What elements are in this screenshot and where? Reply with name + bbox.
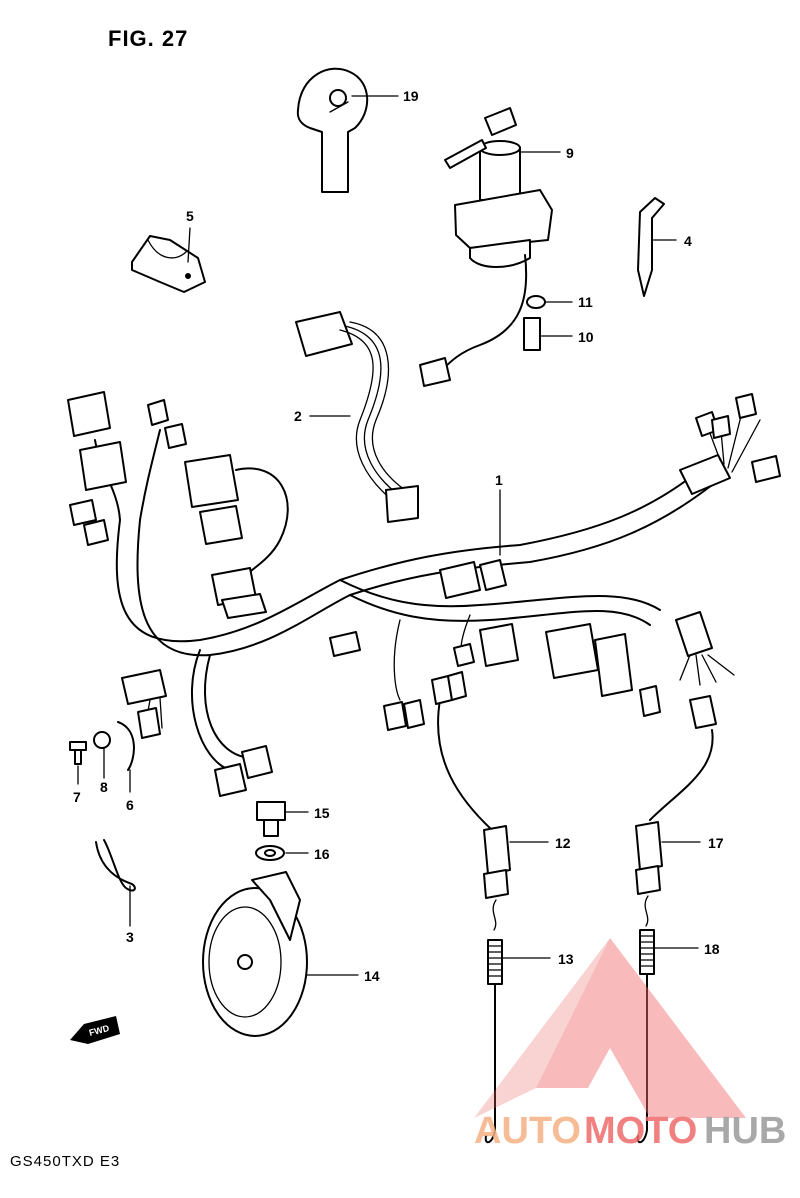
part-4-strap	[637, 197, 665, 297]
watermark-triangle-icon	[536, 938, 746, 1118]
label-14: 14	[364, 968, 380, 984]
part-labels: 19 9 5 4 11 10 2 1 7 8 6 3 15 16 14 12 1…	[73, 88, 724, 984]
part-10-bolt	[523, 317, 541, 351]
label-6: 6	[126, 797, 134, 813]
label-13: 13	[558, 951, 574, 967]
label-2: 2	[294, 408, 302, 424]
part-5-clamp	[131, 235, 206, 293]
leader-lines	[77, 95, 701, 976]
label-8: 8	[100, 779, 108, 795]
part-6-clip	[117, 721, 135, 771]
part-12-switch	[431, 671, 511, 899]
watermark-moto: MOTO	[584, 1110, 697, 1152]
label-15: 15	[314, 805, 330, 821]
watermark-auto: AUTO	[474, 1110, 581, 1152]
label-5: 5	[186, 208, 194, 224]
part-15-bolt	[256, 801, 286, 837]
label-10: 10	[578, 329, 594, 345]
label-4: 4	[684, 233, 692, 249]
part-8-washer	[93, 731, 111, 749]
part-19-key	[296, 67, 369, 193]
label-19: 19	[403, 88, 419, 104]
label-11: 11	[578, 294, 593, 310]
part-13-spring	[484, 899, 503, 1144]
part-9-ignition-switch	[419, 107, 553, 387]
watermark-hub: HUB	[704, 1110, 786, 1152]
figure-title: FIG. 27	[108, 26, 189, 51]
part-2-sub-harness	[295, 311, 419, 523]
label-18: 18	[704, 941, 720, 957]
label-12: 12	[555, 835, 571, 851]
part-11-nut	[526, 295, 546, 309]
part-18-spring	[636, 895, 655, 1144]
label-9: 9	[566, 145, 574, 161]
label-17: 17	[708, 835, 724, 851]
model-label: GS450TXD E3	[10, 1153, 121, 1170]
watermark: AUTO MOTO HUB	[474, 938, 786, 1152]
label-16: 16	[314, 846, 330, 862]
label-7: 7	[73, 789, 81, 805]
label-3: 3	[126, 929, 134, 945]
part-16-washer	[255, 845, 285, 861]
fwd-arrow-icon: FWD	[70, 1016, 120, 1044]
part-17-switch	[635, 695, 717, 895]
part-14-horn	[202, 871, 308, 1037]
part-1-main-harness	[67, 391, 781, 797]
label-1: 1	[495, 472, 503, 488]
part-7-screw	[69, 741, 87, 765]
part-3-clip	[95, 839, 136, 892]
